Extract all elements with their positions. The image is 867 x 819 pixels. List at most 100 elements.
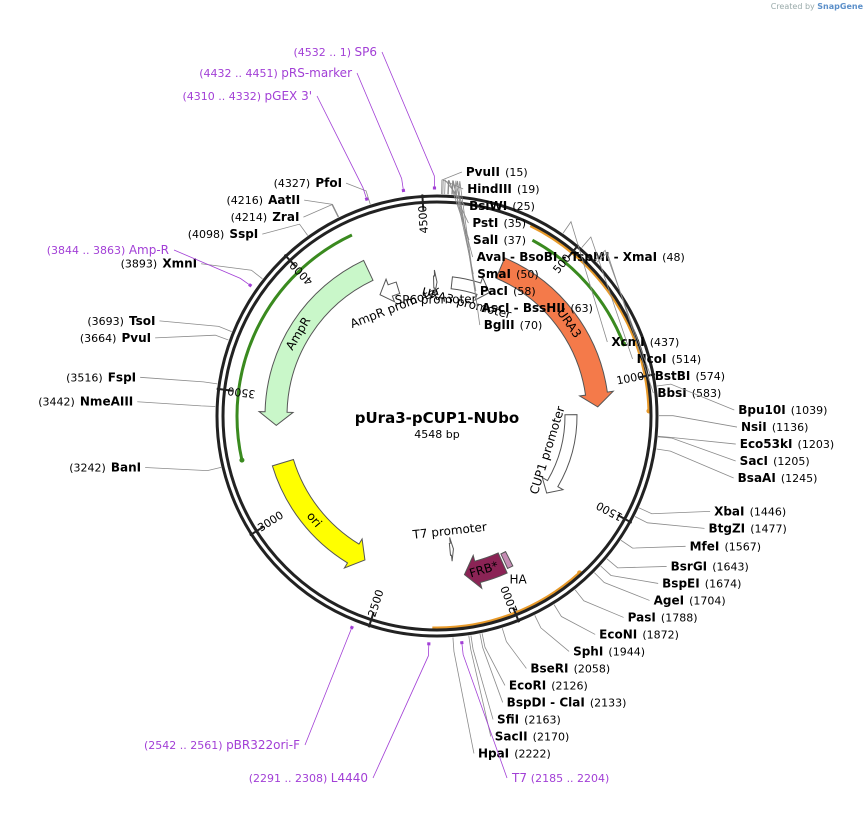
feature-ampr[interactable]	[257, 259, 374, 426]
site-mfei[interactable]: MfeI (1567)	[620, 535, 761, 554]
site-leader-line	[481, 633, 506, 686]
site-smai[interactable]: SmaI (50)	[451, 180, 539, 282]
primer-pbr322ori-f[interactable]: (2542 .. 2561) pBR322ori-F	[144, 625, 354, 752]
site-xcmi[interactable]: XcmI (437)	[562, 220, 679, 350]
tick-mark	[512, 607, 520, 623]
site-agei[interactable]: AgeI (1704)	[594, 572, 726, 609]
feature-cup1-promoter[interactable]	[541, 414, 578, 494]
site-leader-line	[553, 604, 596, 635]
site-bsrgi[interactable]: BsrGI (1643)	[606, 555, 749, 574]
feature-ura3[interactable]	[495, 257, 615, 408]
tick-label: 2000	[498, 584, 520, 615]
site-xbai[interactable]: XbaI (1446)	[638, 500, 786, 519]
site-hindiii[interactable]: HindIII (19)	[442, 178, 540, 197]
site-bseri[interactable]: BseRI (2058)	[501, 628, 610, 676]
site-label: BsaAI (1245)	[738, 467, 818, 486]
site-ncoi[interactable]: NcoI (514)	[581, 236, 701, 367]
site-leader-line	[137, 401, 216, 407]
site-leader-line	[159, 320, 232, 333]
site-bspdi-clai[interactable]: BspDI - ClaI (2133)	[479, 633, 627, 711]
site-bpu10i[interactable]: Bpu10I (1039)	[656, 383, 827, 418]
site-label: (4214) ZraI	[231, 206, 300, 225]
site-pvuii[interactable]: PvuII (15)	[441, 161, 528, 195]
site-bglii[interactable]: BglII (70)	[458, 181, 542, 333]
site-aatii[interactable]: (4216) AatII	[226, 189, 340, 218]
site-leader-line	[304, 199, 340, 218]
site-sphi[interactable]: SphI (1944)	[534, 615, 645, 659]
credit-brand: SnapGene	[817, 2, 863, 11]
site-label: (4216) AatII	[226, 189, 300, 208]
feature-sp6-promoter[interactable]	[433, 269, 438, 295]
site-bstbi[interactable]: BstBI (574)	[594, 249, 725, 384]
site-nsii[interactable]: NsiI (1136)	[658, 415, 808, 435]
site-label: BbsI (583)	[657, 382, 721, 401]
site-label: AgeI (1704)	[654, 589, 726, 608]
site-leader-line	[534, 615, 570, 652]
primer-prs-marker[interactable]: (4432 .. 4451) pRS-marker	[199, 66, 406, 193]
site-pasi[interactable]: PasI (1788)	[574, 589, 697, 626]
site-btgzi[interactable]: BtgZI (1477)	[634, 516, 787, 536]
site-label: EcoNI (1872)	[599, 623, 679, 642]
feature-ura3-promoter[interactable]	[450, 275, 490, 302]
site-tsoi[interactable]: (3693) TsoI	[87, 310, 232, 333]
site-sacii[interactable]: SacII (2170)	[468, 635, 569, 745]
feature-ha[interactable]	[500, 550, 514, 570]
site-nmeaiii[interactable]: (3442) NmeAIII	[38, 391, 216, 410]
site-fspi[interactable]: (3516) FspI	[66, 366, 218, 385]
site-pfoi[interactable]: (4327) PfoI	[274, 172, 371, 205]
tick-mark	[283, 253, 297, 267]
site-label: BglII (70)	[484, 314, 542, 333]
primer-mark	[248, 283, 253, 288]
site-saci[interactable]: SacI (1205)	[657, 436, 810, 469]
site-leader-line	[638, 507, 711, 515]
tick-label: 4500	[416, 205, 431, 234]
site-leader-line	[155, 334, 229, 341]
site-sali[interactable]: SalI (37)	[447, 180, 526, 248]
primer-label: (4432 .. 4451) pRS-marker	[199, 66, 352, 80]
site-label: BtgZI (1477)	[709, 517, 787, 536]
site-label: SmaI (50)	[477, 263, 538, 282]
feature-t7-promoter[interactable]	[448, 537, 454, 562]
site-bspei[interactable]: BspEI (1674)	[600, 565, 742, 591]
site-bani[interactable]: (3242) BanI	[69, 457, 222, 476]
credit-prefix: Created by	[770, 2, 815, 11]
feature-frb[interactable]	[463, 552, 508, 590]
site-asci-bsshii[interactable]: AscI - BssHII (63)	[455, 180, 593, 316]
site-zrai[interactable]: (4214) ZraI	[231, 204, 339, 225]
site-bsaai[interactable]: BsaAI (1245)	[656, 448, 818, 486]
primer-sp6[interactable]: (4532 .. 1) SP6	[293, 45, 437, 190]
tick-mark	[249, 525, 264, 537]
primer-pgex-3[interactable]: (4310 .. 4332) pGEX 3'	[182, 89, 369, 202]
site-xmni[interactable]: (3893) XmnI	[121, 253, 263, 280]
site-avai-bsobi-tspmi-xmai[interactable]: AvaI - BsoBI - TspMI - XmaI (48)	[451, 180, 685, 266]
feature-ampr-promoter[interactable]	[379, 277, 401, 303]
site-label: BstBI (574)	[655, 365, 725, 384]
site-leader-line	[468, 635, 492, 737]
primer-t7[interactable]: T7 (2185 .. 2204)	[460, 640, 609, 785]
site-leader-line	[451, 180, 474, 275]
site-sfii[interactable]: SfiI (2163)	[470, 635, 561, 727]
site-label: SacII (2170)	[495, 725, 569, 744]
site-bbsi[interactable]: BbsI (583)	[596, 251, 721, 401]
site-leader-line	[658, 415, 738, 428]
site-sspi[interactable]: (4098) SspI	[188, 223, 309, 242]
primer-leader-line	[461, 642, 508, 779]
site-pvui[interactable]: (3664) PvuI	[80, 327, 229, 346]
primer-l4440[interactable]: (2291 .. 2308) L4440	[249, 642, 431, 785]
site-label: (3664) PvuI	[80, 327, 151, 346]
site-eco53ki[interactable]: Eco53kI (1203)	[658, 433, 834, 452]
primer-label: (2542 .. 2561) pBR322ori-F	[144, 738, 300, 752]
feature-label-sp6-promoter: SP6 promoter	[394, 292, 476, 307]
site-econi[interactable]: EcoNI (1872)	[553, 604, 679, 643]
primer-amp-r[interactable]: (3844 .. 3863) Amp-R	[47, 243, 253, 288]
site-label: PvuII (15)	[466, 161, 528, 180]
feature-ori[interactable]	[271, 458, 366, 570]
site-label: AscI - BssHII (63)	[482, 297, 593, 316]
primer-label: (4532 .. 1) SP6	[293, 45, 377, 59]
site-ecori[interactable]: EcoRI (2126)	[481, 633, 588, 693]
site-hpai[interactable]: HpaI (2222)	[452, 637, 551, 761]
site-label: SphI (1944)	[573, 640, 645, 659]
site-label: XcmI (437)	[611, 331, 679, 350]
site-bsiwi[interactable]: BsiWI (25)	[444, 179, 535, 214]
tick-label: 3500	[227, 384, 256, 400]
